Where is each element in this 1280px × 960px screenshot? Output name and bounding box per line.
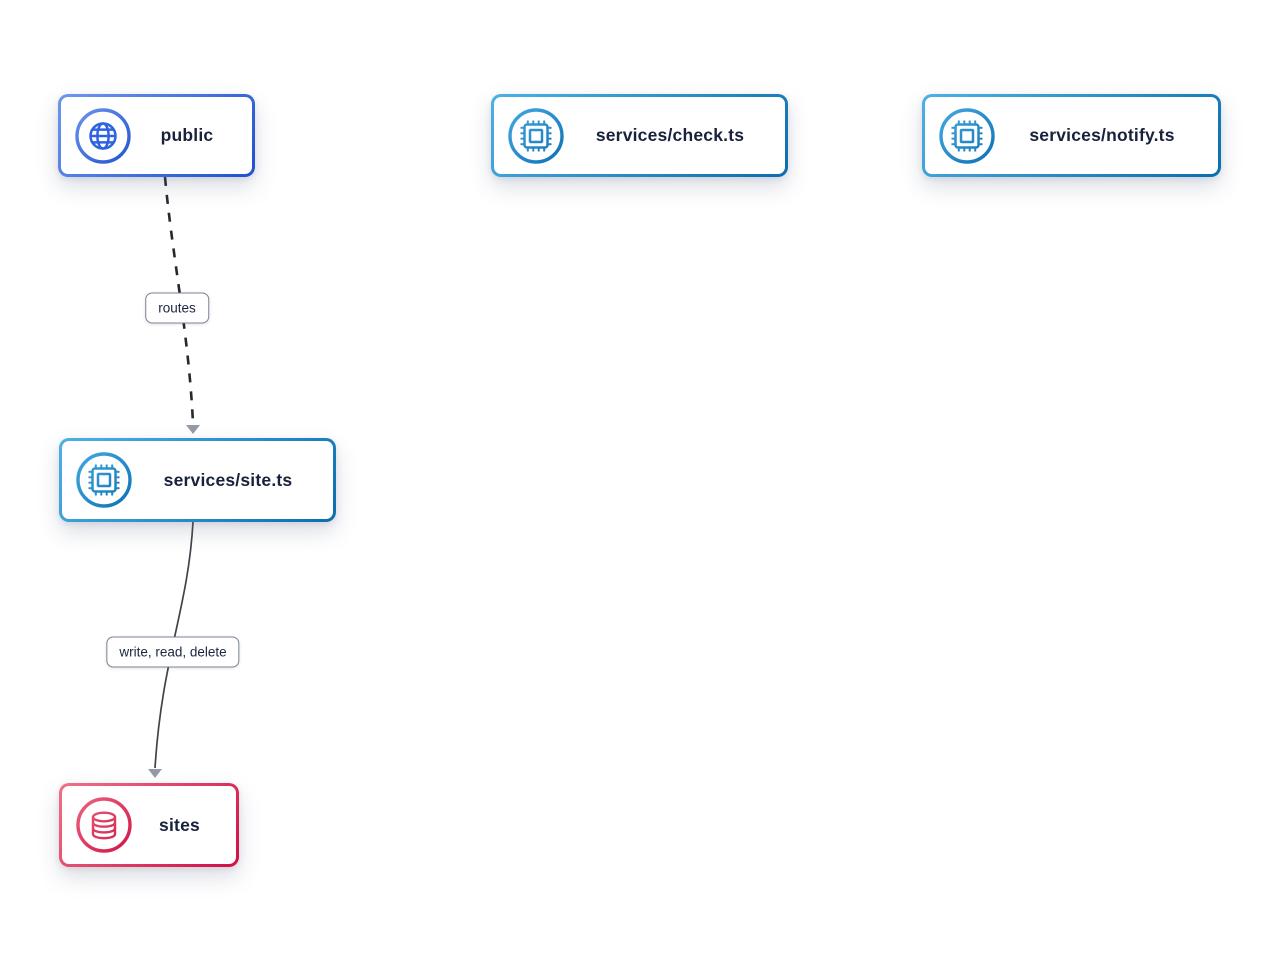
node-services-notify[interactable]: services/notify.ts xyxy=(922,94,1221,177)
node-services-notify-body: services/notify.ts xyxy=(925,97,1218,174)
node-services-check-body: services/check.ts xyxy=(494,97,785,174)
node-services-site-body: services/site.ts xyxy=(62,441,333,519)
globe-icon xyxy=(75,107,131,164)
arrowhead-icon xyxy=(186,425,200,434)
arrowhead-icon xyxy=(148,769,162,778)
node-label: services/check.ts xyxy=(595,125,745,145)
chip-icon xyxy=(76,452,132,508)
edge-label-write-read-delete: write, read, delete xyxy=(106,636,240,668)
node-public-body: public xyxy=(61,97,252,174)
chip-icon xyxy=(508,107,564,164)
chip-icon xyxy=(939,107,995,164)
database-icon xyxy=(76,797,132,853)
node-label: sites xyxy=(159,814,200,835)
node-label: services/site.ts xyxy=(163,469,293,490)
node-sites-database-body: sites xyxy=(62,786,236,864)
node-label: public xyxy=(160,125,214,145)
node-services-check[interactable]: services/check.ts xyxy=(491,94,788,177)
node-public[interactable]: public xyxy=(58,94,255,177)
node-label: services/notify.ts xyxy=(1029,125,1175,145)
node-sites-database[interactable]: sites xyxy=(59,783,239,867)
edge-label-routes: routes xyxy=(145,292,209,324)
node-services-site[interactable]: services/site.ts xyxy=(59,438,336,522)
